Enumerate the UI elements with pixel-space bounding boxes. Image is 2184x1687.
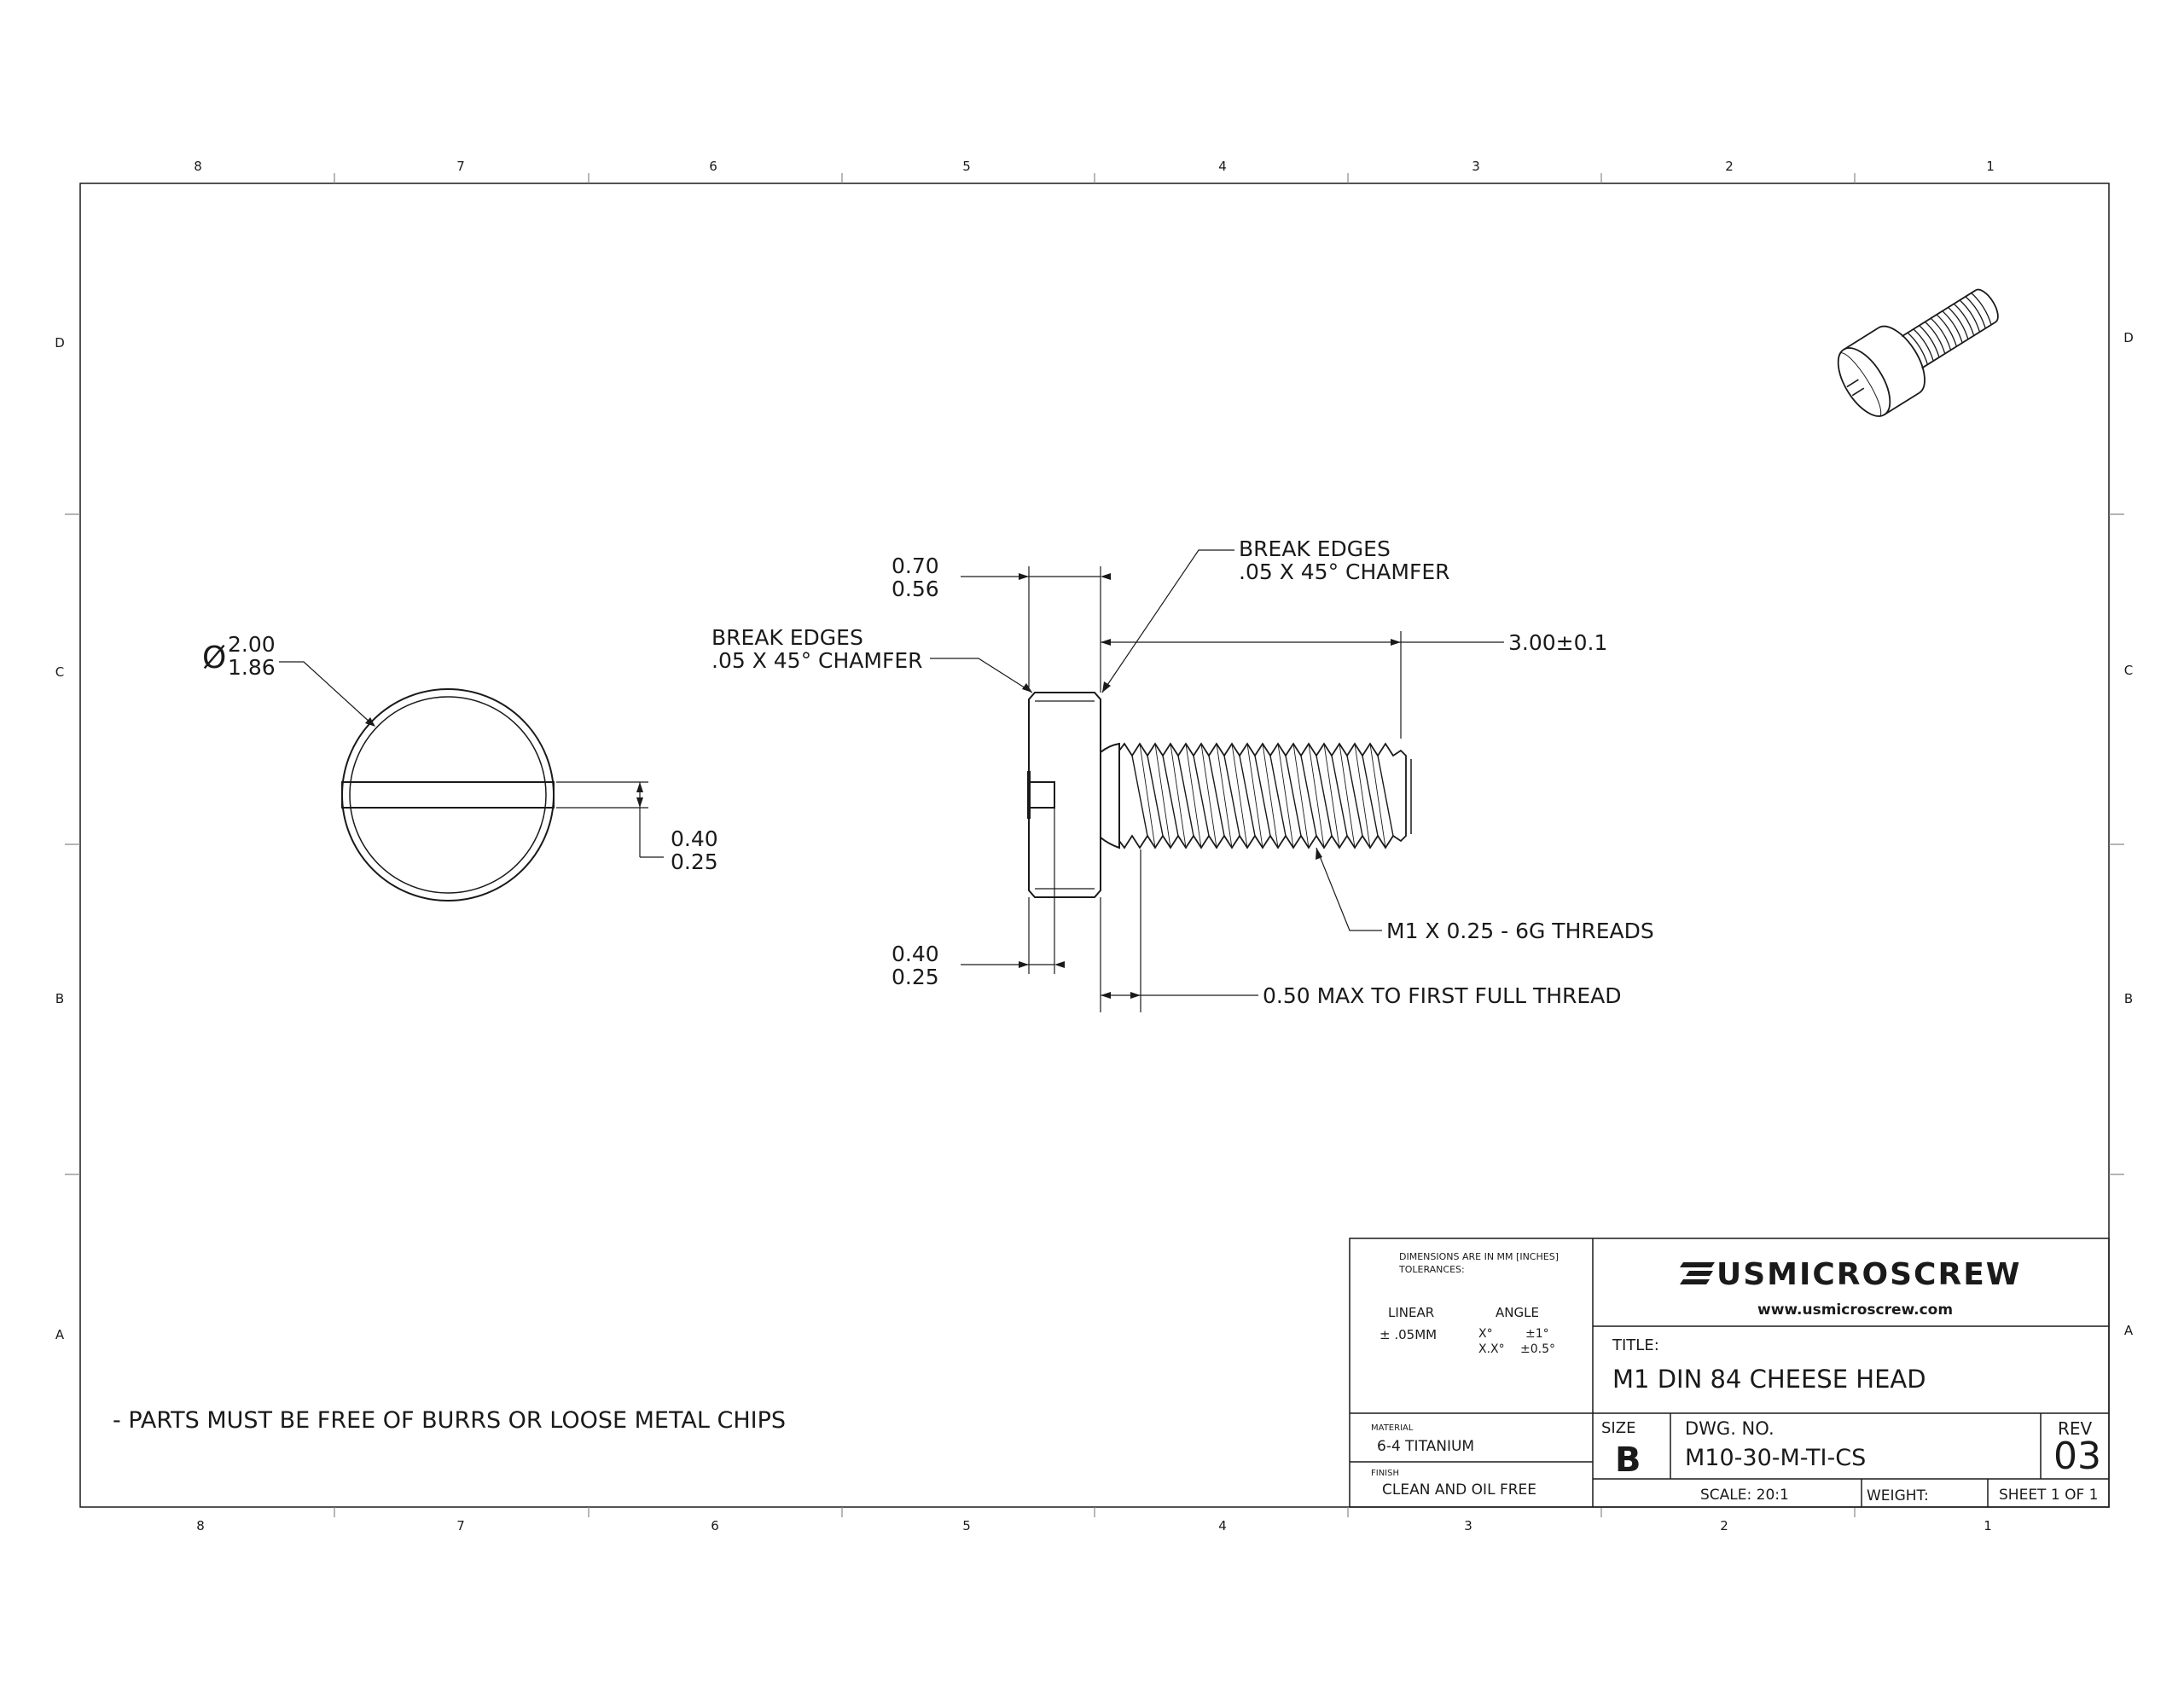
- zone-col-7-top: 7: [456, 159, 465, 174]
- linear-value: ± .05MM: [1380, 1327, 1437, 1342]
- zone-col-2-top: 2: [1725, 159, 1734, 174]
- zone-ticks: [65, 173, 2124, 1517]
- zone-col-2-bottom: 2: [1720, 1518, 1728, 1533]
- title-block: DIMENSIONS ARE IN MM [INCHES] TOLERANCES…: [1349, 1238, 2110, 1508]
- thread-helix: [1131, 743, 1394, 849]
- zone-col-4-top: 4: [1218, 159, 1227, 174]
- zone-col-6-bottom: 6: [711, 1518, 719, 1533]
- head-height-upper: 0.70: [892, 554, 939, 578]
- rev-value: 03: [2053, 1435, 2101, 1478]
- title-label: TITLE:: [1612, 1336, 1659, 1354]
- screw-slot: [341, 781, 555, 809]
- size-value: B: [1615, 1441, 1641, 1480]
- zone-row-b-left: B: [55, 991, 64, 1006]
- zone-col-3-top: 3: [1472, 159, 1480, 174]
- size-label: SIZE: [1601, 1419, 1635, 1437]
- sheet-number: SHEET 1 OF 1: [1999, 1487, 2098, 1504]
- slot-width-lower: 0.25: [671, 849, 718, 874]
- company-url: www.usmicroscrew.com: [1757, 1301, 1953, 1319]
- diameter-symbol: Ø: [202, 641, 226, 675]
- dwg-no-value: M10-30-M-TI-CS: [1685, 1445, 1866, 1471]
- left-chamfer-line2: .05 X 45° CHAMFER: [712, 648, 923, 673]
- zone-row-c-left: C: [55, 664, 64, 680]
- diameter-lower: 1.86: [228, 655, 276, 680]
- end-view: 0.40 0.25 Ø 2.00 1.86: [202, 632, 718, 901]
- side-view: 0.70 0.56 BREAK EDGES .05 X 45° CHAMFER …: [712, 536, 1654, 1012]
- weight: WEIGHT:: [1867, 1487, 1929, 1504]
- diameter-upper: 2.00: [228, 632, 276, 657]
- finish-value: CLEAN AND OIL FREE: [1382, 1481, 1536, 1499]
- zone-col-8-top: 8: [194, 159, 202, 174]
- zone-col-5-top: 5: [962, 159, 971, 174]
- zone-row-b-right: B: [2124, 991, 2133, 1006]
- finish-label: FINISH: [1371, 1469, 1399, 1478]
- dimensions-note-line1: DIMENSIONS ARE IN MM [INCHES]: [1399, 1251, 1559, 1262]
- zone-col-7-bottom: 7: [456, 1518, 465, 1533]
- zone-labels-bottom: 8 7 6 5 4 3 2 1: [196, 1518, 1992, 1533]
- zone-col-4-bottom: 4: [1218, 1518, 1227, 1533]
- zone-col-3-bottom: 3: [1464, 1518, 1472, 1533]
- isometric-view: [1837, 288, 1999, 417]
- general-note: - PARTS MUST BE FREE OF BURRS OR LOOSE M…: [113, 1407, 786, 1434]
- zone-col-5-bottom: 5: [962, 1518, 971, 1533]
- material-label: MATERIAL: [1371, 1423, 1414, 1433]
- zone-col-6-top: 6: [709, 159, 717, 174]
- head-height-lower: 0.56: [892, 577, 939, 601]
- thread-spec: M1 X 0.25 - 6G THREADS: [1386, 919, 1654, 943]
- right-chamfer-line1: BREAK EDGES: [1239, 536, 1391, 561]
- screw-head-circle: [341, 688, 555, 901]
- linear-label: LINEAR: [1388, 1305, 1434, 1320]
- length-dimension: 3.00±0.1: [1508, 630, 1607, 655]
- zone-labels-top: 8 7 6 5 4 3 2 1: [194, 159, 1995, 174]
- drawing-title: M1 DIN 84 CHEESE HEAD: [1612, 1365, 1926, 1394]
- dwg-no-label: DWG. NO.: [1685, 1418, 1774, 1439]
- zone-row-d-left: D: [55, 335, 65, 351]
- slot-width-upper: 0.40: [671, 826, 718, 851]
- angle-label: ANGLE: [1496, 1305, 1539, 1320]
- zone-col-8-bottom: 8: [196, 1518, 205, 1533]
- company-logo-mark: [1680, 1262, 1715, 1284]
- angle-x-tolerance: ±1°: [1525, 1327, 1549, 1341]
- rev-label: REV: [2058, 1418, 2093, 1439]
- dimensions-note-line2: TOLERANCES:: [1398, 1264, 1465, 1275]
- scale: SCALE: 20:1: [1700, 1487, 1789, 1504]
- screw-head-chamfer-circle: [349, 696, 547, 894]
- company-logo: USMICROSCREW: [1716, 1257, 2022, 1292]
- thread-shank: [1118, 742, 1407, 849]
- angle-x: X°: [1478, 1327, 1493, 1341]
- zone-col-1-top: 1: [1986, 159, 1995, 174]
- head-slot-notch: [1029, 781, 1055, 809]
- slot-depth-upper: 0.40: [892, 942, 939, 966]
- material-value: 6-4 TITANIUM: [1377, 1438, 1474, 1455]
- zone-row-a-left: A: [55, 1327, 65, 1342]
- angle-xx-tolerance: ±0.5°: [1520, 1342, 1555, 1356]
- zone-row-a-right: A: [2124, 1323, 2134, 1338]
- right-chamfer-line2: .05 X 45° CHAMFER: [1239, 559, 1450, 584]
- screw-head-profile: [1028, 692, 1101, 898]
- thread-start-dimension: 0.50 MAX TO FIRST FULL THREAD: [1263, 983, 1622, 1008]
- zone-row-c-right: C: [2124, 663, 2133, 678]
- zone-row-d-right: D: [2123, 330, 2134, 345]
- slot-depth-lower: 0.25: [892, 965, 939, 989]
- left-chamfer-line1: BREAK EDGES: [712, 625, 863, 650]
- angle-xx: X.X°: [1478, 1342, 1505, 1356]
- zone-labels-sides: D C B A D C B A: [55, 330, 2134, 1342]
- zone-col-1-bottom: 1: [1984, 1518, 1992, 1533]
